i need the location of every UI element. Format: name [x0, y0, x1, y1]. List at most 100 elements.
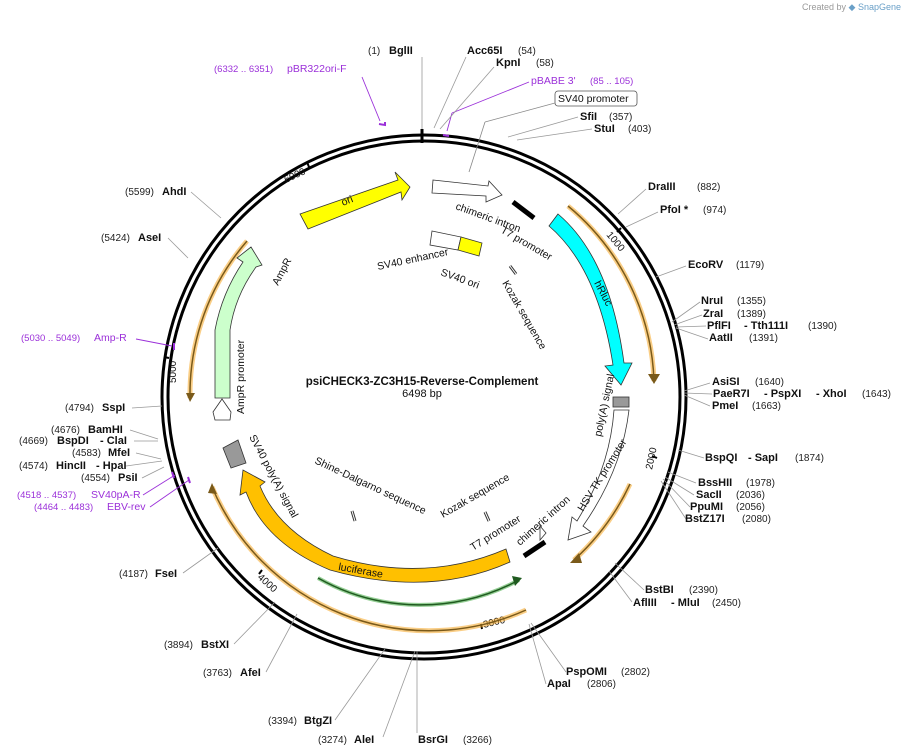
svg-text:pBR322ori-F: pBR322ori-F — [287, 63, 347, 75]
site-mfei[interactable]: (4583) MfeI — [72, 447, 130, 459]
svg-text:PspOMI: PspOMI — [566, 666, 607, 678]
svg-text:(3394): (3394) — [268, 716, 297, 727]
svg-text:chimeric intron: chimeric intron — [514, 494, 573, 549]
site-pfoi[interactable]: PfoI * (974) — [660, 204, 726, 216]
feature-t7-promoter-1[interactable]: T7 promoter — [499, 200, 555, 263]
svg-text:KpnI: KpnI — [496, 57, 520, 69]
svg-text:(357): (357) — [609, 112, 632, 123]
feature-chimeric-intron-2[interactable]: chimeric intron — [514, 494, 573, 549]
site-bstz17i[interactable]: BstZ17I (2080) — [685, 513, 771, 525]
site-asisi[interactable]: AsiSI (1640) — [712, 376, 784, 388]
svg-text:6000: 6000 — [283, 166, 308, 186]
site-bamhi[interactable]: (4676) BamHI — [51, 424, 123, 436]
site-stui[interactable]: StuI (403) — [594, 123, 651, 135]
site-bstxi[interactable]: (3894) BstXI — [164, 639, 229, 651]
primer-sv40pa-r[interactable]: (4518 .. 4537) SV40pA-R — [17, 471, 176, 501]
primer-pbabe-3[interactable]: pBABE 3' (85 .. 105) — [442, 75, 633, 137]
site-sfii[interactable]: SfiI (357) — [580, 111, 632, 123]
feature-ampr-promoter[interactable]: AmpR promoter — [212, 339, 247, 421]
svg-text:(3274): (3274) — [318, 735, 347, 746]
site-hincii[interactable]: (4574) HincII - HpaI — [19, 460, 127, 472]
site-acc65i[interactable]: Acc65I (54) — [467, 45, 536, 57]
svg-text:BspDI: BspDI — [57, 435, 89, 447]
orf-arc-right-2-line — [573, 483, 631, 561]
svg-text:(3266): (3266) — [463, 735, 492, 746]
svg-text:Kozak sequence: Kozak sequence — [439, 471, 512, 520]
site-aatii[interactable]: AatII (1391) — [709, 332, 778, 344]
feature-sv40-enhancer[interactable]: SV40 enhancer — [376, 230, 462, 273]
svg-text:(1874): (1874) — [795, 453, 824, 464]
svg-text:T7 promoter: T7 promoter — [499, 224, 555, 263]
site-afei[interactable]: (3763) AfeI — [203, 667, 261, 679]
site-zrai[interactable]: ZraI (1389) — [703, 308, 766, 320]
site-ahdi[interactable]: (5599) AhdI — [125, 186, 186, 198]
site-sacii[interactable]: SacII (2036) — [696, 489, 765, 501]
primer-ebv-rev[interactable]: (4464 .. 4483) EBV-rev — [34, 476, 191, 513]
svg-text:- ClaI: - ClaI — [100, 435, 127, 447]
svg-text:(5424): (5424) — [101, 233, 130, 244]
svg-text:AhdI: AhdI — [162, 186, 186, 198]
site-btgzi[interactable]: (3394) BtgZI — [268, 715, 332, 727]
site-ppumi[interactable]: PpuMI (2056) — [690, 501, 765, 513]
site-sspi[interactable]: (4794) SspI — [65, 402, 125, 414]
site-bsshii[interactable]: BssHII (1978) — [698, 477, 775, 489]
site-ecorv[interactable]: EcoRV (1179) — [688, 259, 764, 271]
orf-arrow-right-1 — [648, 374, 660, 384]
site-bsrgi[interactable]: BsrGI (3266) — [418, 734, 492, 746]
svg-text:T7 promoter: T7 promoter — [468, 513, 523, 554]
site-paer7i[interactable]: PaeR7I - PspXI - XhoI (1643) — [713, 388, 891, 400]
svg-text:SfiI: SfiI — [580, 111, 597, 123]
primer-pbr322ori-f[interactable]: (6332 .. 6351) pBR322ori-F — [214, 63, 386, 127]
primer-amp-r[interactable]: (5030 .. 5049) Amp-R — [21, 332, 175, 350]
feature-kozak-2[interactable]: Kozak sequence — [439, 471, 512, 522]
svg-text:(85 .. 105): (85 .. 105) — [590, 76, 633, 87]
site-bspqi[interactable]: BspQI - SapI (1874) — [705, 452, 824, 464]
svg-text:(1): (1) — [368, 46, 380, 57]
svg-text:AleI: AleI — [354, 734, 374, 746]
feature-shine-dalgarno[interactable]: Shine-Dalgarno sequence — [313, 455, 428, 522]
site-pflfi[interactable]: PflFI - Tth111I (1390) — [707, 320, 837, 332]
site-leader-lines — [125, 56, 713, 738]
svg-text:SacII: SacII — [696, 489, 722, 501]
svg-text:(1390): (1390) — [808, 321, 837, 332]
site-apai[interactable]: ApaI (2806) — [547, 678, 616, 690]
svg-text:(4583): (4583) — [72, 448, 101, 459]
svg-text:(4669): (4669) — [19, 436, 48, 447]
svg-text:(2390): (2390) — [689, 585, 718, 596]
svg-text:ApaI: ApaI — [547, 678, 571, 690]
svg-text:(3894): (3894) — [164, 640, 193, 651]
site-psii[interactable]: (4554) PsiI — [81, 472, 138, 484]
site-pmei[interactable]: PmeI (1663) — [712, 400, 781, 412]
feature-ori[interactable]: ori — [299, 171, 411, 230]
site-bspdi[interactable]: (4669) BspDI - ClaI — [19, 435, 127, 447]
site-bglii[interactable]: (1) BglII — [368, 45, 413, 57]
svg-text:AsiSI: AsiSI — [712, 376, 740, 388]
snapgene-credit: Created by ◆ SnapGene — [802, 2, 901, 13]
feature-kozak-1[interactable]: Kozak sequence — [499, 265, 549, 352]
site-afliii[interactable]: AflIII - MluI (2450) — [633, 597, 741, 609]
site-kpni[interactable]: KpnI (58) — [496, 57, 554, 69]
site-bstbi[interactable]: BstBI (2390) — [645, 584, 718, 596]
svg-text:BamHI: BamHI — [88, 424, 123, 436]
svg-text:BstZ17I: BstZ17I — [685, 513, 725, 525]
orf-arrow-left-luc — [208, 483, 217, 494]
site-asei[interactable]: (5424) AseI — [101, 232, 161, 244]
credit-brand: SnapGene — [857, 2, 901, 12]
site-draiii[interactable]: DraIII (882) — [648, 181, 720, 193]
orf-arc-left-luc-line — [211, 486, 527, 632]
site-fsei[interactable]: (4187) FseI — [119, 568, 177, 580]
svg-text:BglII: BglII — [389, 45, 413, 57]
svg-text:(4187): (4187) — [119, 569, 148, 580]
site-pspomi[interactable]: PspOMI (2802) — [566, 666, 650, 678]
svg-text:SV40 enhancer: SV40 enhancer — [376, 246, 450, 273]
svg-text:AflIII: AflIII — [633, 597, 657, 609]
svg-text:ZraI: ZraI — [703, 308, 723, 320]
site-nrui[interactable]: NruI (1355) — [701, 295, 766, 307]
svg-text:BtgZI: BtgZI — [304, 715, 332, 727]
feature-sv40-promoter[interactable]: SV40 promoter — [468, 90, 638, 173]
svg-text:Shine-Dalgarno sequence: Shine-Dalgarno sequence — [313, 455, 428, 517]
svg-text:PpuMI: PpuMI — [690, 501, 723, 513]
site-alei[interactable]: (3274) AleI — [318, 734, 374, 746]
svg-text:AmpR promoter: AmpR promoter — [235, 339, 247, 414]
